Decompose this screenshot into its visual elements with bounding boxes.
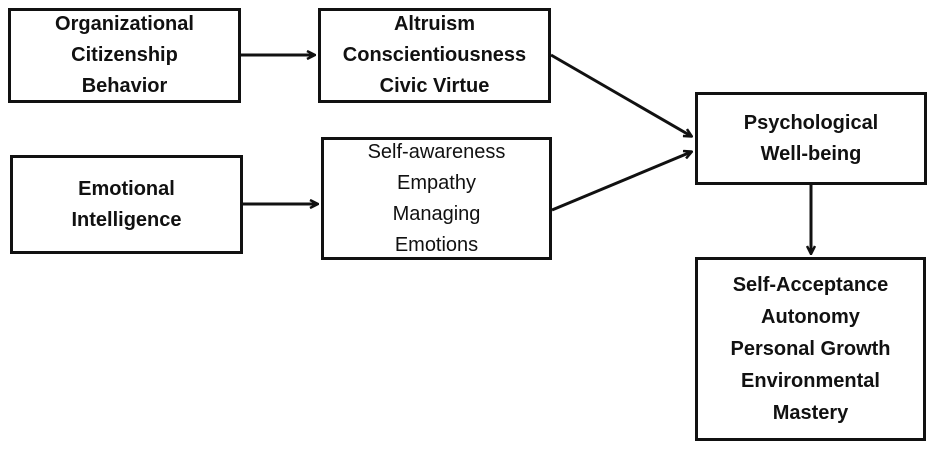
- ei-label-line-1: Emotional: [78, 177, 175, 200]
- pwb-dimension-self-acceptance: Self-Acceptance: [732, 274, 889, 296]
- pwb-label-line-1: Psychological: [743, 111, 879, 134]
- pwb-dimensions-box: Self-Acceptance Autonomy Personal Growth…: [695, 257, 926, 441]
- ocb-box: Organizational Citizenship Behavior: [8, 8, 241, 103]
- ocb-dimension-civic-virtue: Civic Virtue: [379, 75, 490, 97]
- arrow-ei-dimensions-to-pwb: [551, 152, 691, 212]
- ei-dimension-empathy: Empathy: [397, 171, 476, 194]
- pwb-dimension-mastery: Mastery: [772, 402, 849, 424]
- ei-box: Emotional Intelligence: [10, 155, 243, 254]
- arrow-ocb-dimensions-to-pwb: [550, 53, 691, 136]
- pwb-box: Psychological Well-being: [695, 92, 927, 185]
- ei-dimension-emotions: Emotions: [394, 233, 479, 256]
- ei-dimension-managing: Managing: [392, 202, 481, 225]
- pwb-dimension-autonomy: Autonomy: [761, 306, 860, 328]
- pwb-dimension-personal-growth: Personal Growth: [730, 338, 891, 360]
- ei-label-line-2: Intelligence: [71, 208, 182, 231]
- ei-dimension-self-awareness: Self-awareness: [367, 140, 506, 163]
- ocb-dimension-altruism: Altruism: [393, 13, 476, 35]
- ocb-label-line-1: Organizational: [55, 13, 194, 35]
- pwb-dimension-environmental: Environmental: [741, 370, 880, 392]
- ocb-dimension-conscientiousness: Conscientiousness: [342, 44, 527, 66]
- ocb-dimensions-box: Altruism Conscientiousness Civic Virtue: [318, 8, 551, 103]
- ei-dimensions-box: Self-awareness Empathy Managing Emotions: [321, 137, 552, 260]
- ocb-label-line-3: Behavior: [81, 75, 168, 97]
- pwb-label-line-2: Well-being: [760, 142, 862, 165]
- ocb-label-line-2: Citizenship: [71, 44, 178, 66]
